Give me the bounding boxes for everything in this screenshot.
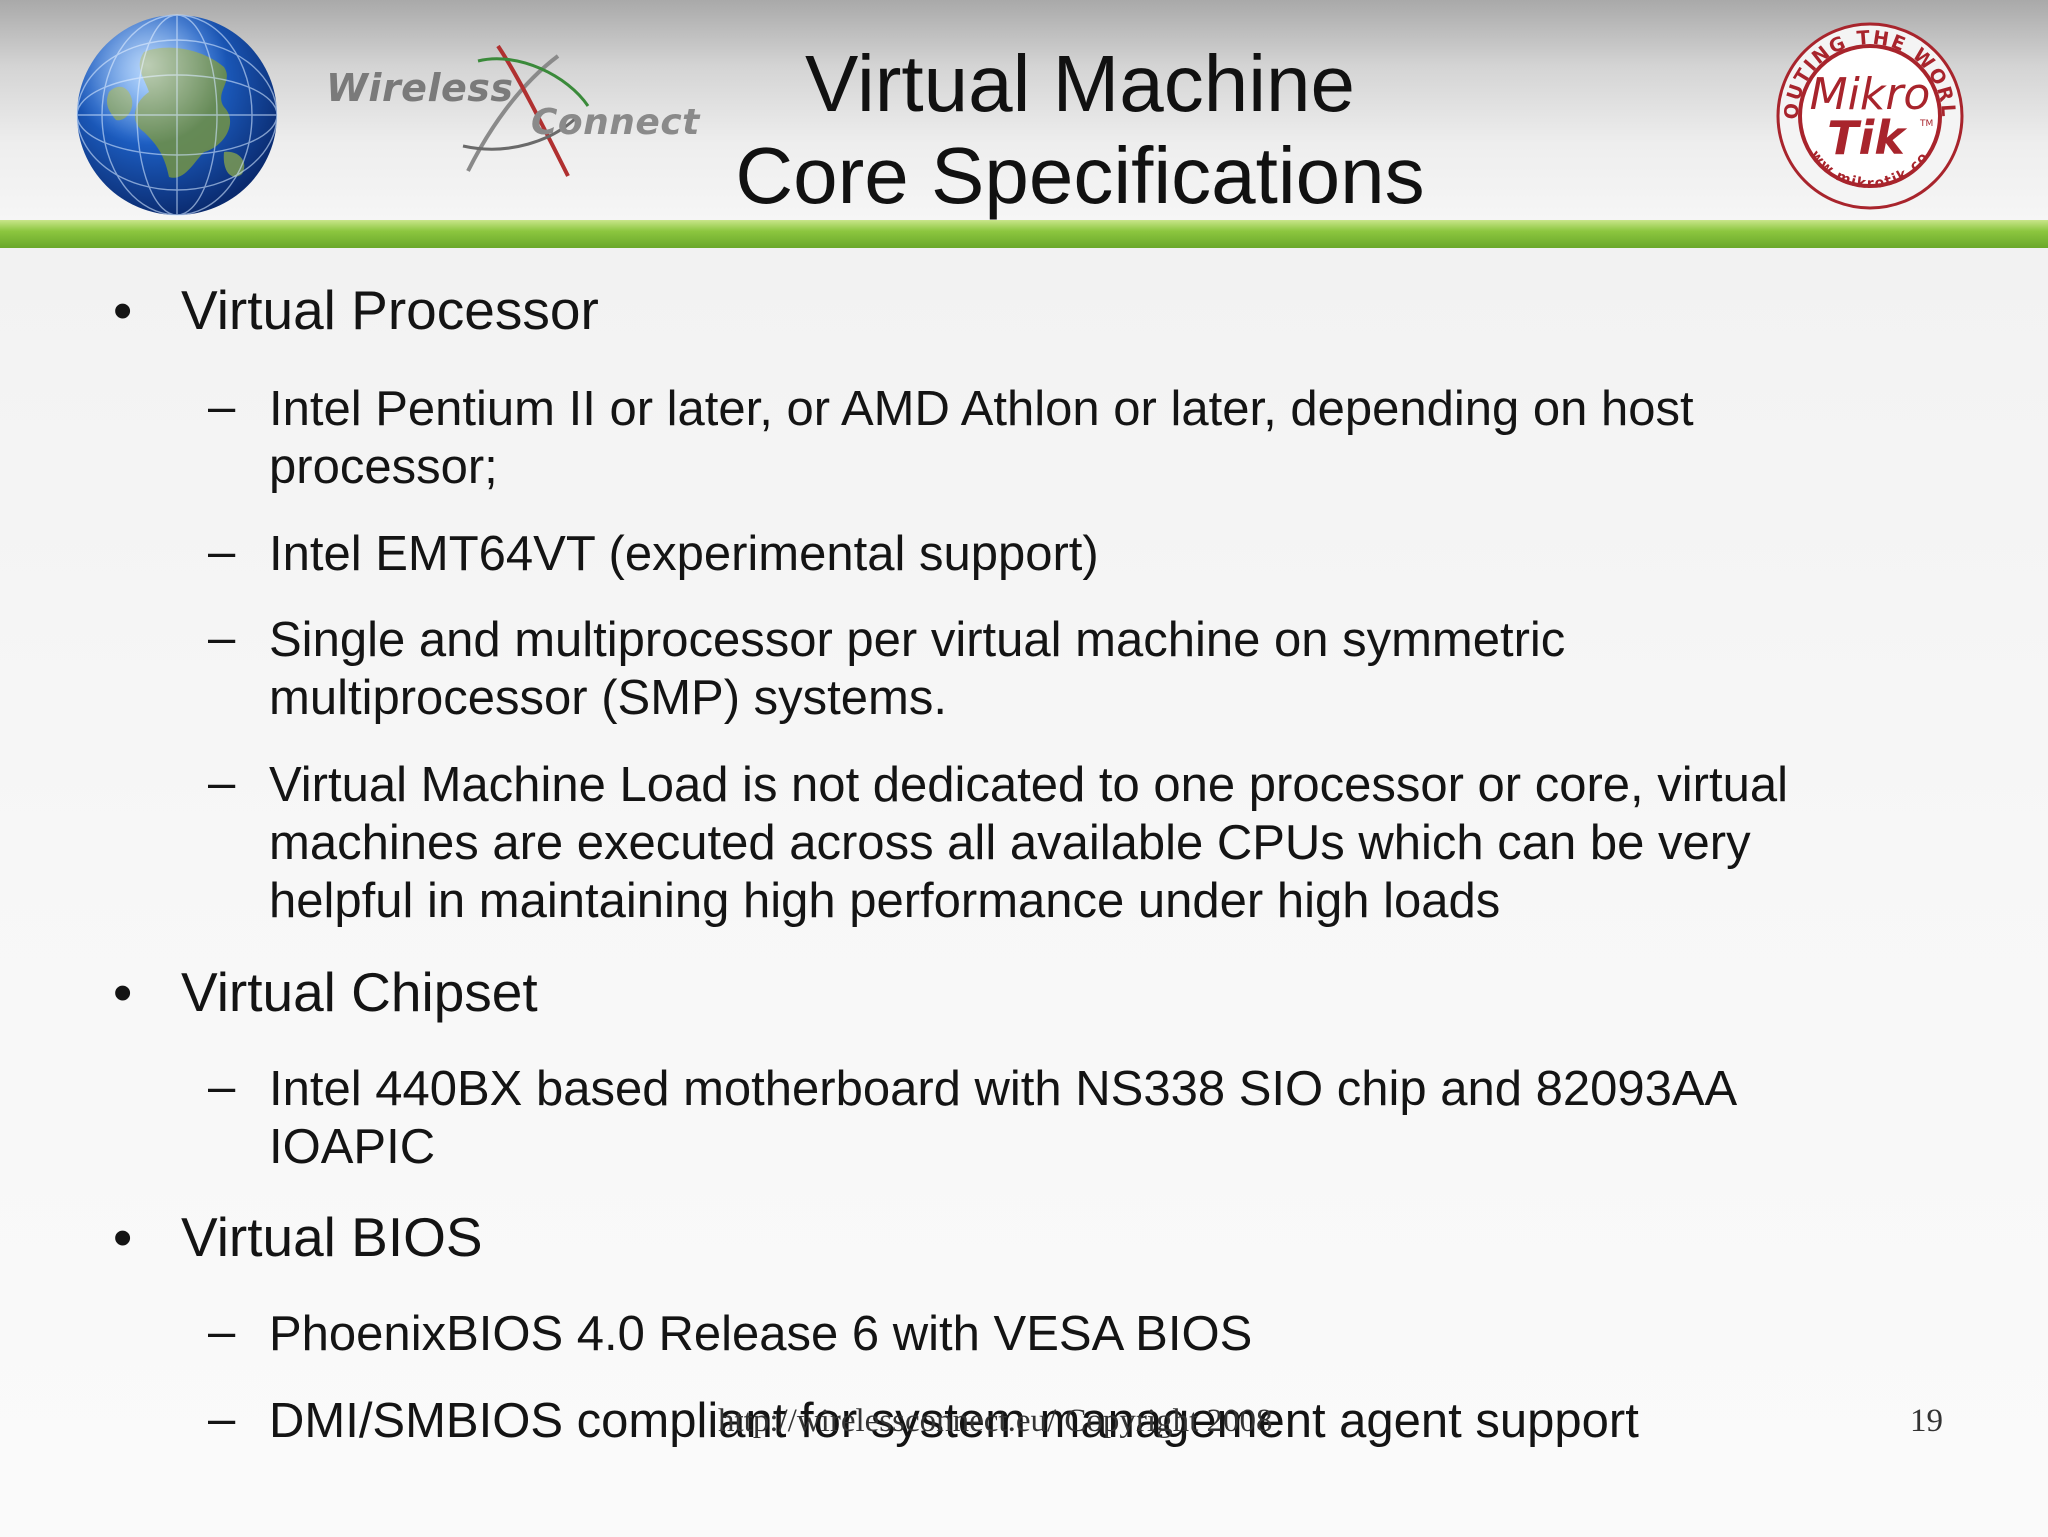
page-number: 19: [1910, 1403, 1943, 1439]
title-line-1: Virtual Machine: [805, 39, 1355, 128]
bullet-mark: •: [113, 279, 133, 341]
sub-item-line: helpful in maintaining high performance …: [269, 874, 1501, 928]
bullet-title: Virtual BIOS: [181, 1206, 483, 1268]
sub-item-line: IOAPIC: [269, 1120, 436, 1174]
swoosh-icon: [462, 44, 590, 177]
slide-header: [0, 0, 2048, 222]
title-line-2: Core Specifications: [735, 131, 1425, 220]
seal-name-tik: Tik: [1827, 111, 1907, 165]
sub-item-line: machines are executed across all availab…: [269, 816, 1751, 870]
sub-item-line: Virtual Machine Load is not dedicated to…: [269, 758, 1788, 812]
brand-wireless: Wireless: [326, 66, 514, 110]
bullet-title: Virtual Processor: [181, 279, 599, 341]
sub-item-line: multiprocessor (SMP) systems.: [269, 671, 947, 725]
header-accent-bar: [0, 220, 2048, 248]
globe-icon: [76, 14, 278, 216]
sub-item-line: Intel EMT64VT (experimental support): [269, 527, 1099, 581]
brand-connect: Connect: [531, 102, 700, 143]
footer-url: http://wirelessconnect.eu/ Copyright 200…: [718, 1403, 1273, 1439]
dash-mark: –: [208, 611, 236, 665]
seal-tm: TM: [1919, 119, 1933, 129]
bullet-title: Virtual Chipset: [181, 961, 538, 1023]
sub-item-line: Intel Pentium II or later, or AMD Athlon…: [269, 382, 1694, 436]
bullet-mark: •: [113, 1206, 133, 1268]
wireless-connect-logo: Wireless Connect: [318, 36, 699, 186]
bullet-mark: •: [113, 961, 133, 1023]
slide-title: Virtual Machine Core Specifications: [680, 38, 1480, 222]
sub-item-line: DMI/SMBIOS compliant for system manageme…: [269, 1394, 1639, 1448]
dash-mark: –: [208, 380, 236, 434]
sub-item-line: Intel 440BX based motherboard with NS338…: [269, 1062, 1738, 1116]
sub-item-line: processor;: [269, 440, 498, 494]
mikrotik-seal: ROUTING THE WORLD www.mikrotik.com Mikro…: [1770, 4, 1964, 210]
dash-mark: –: [208, 1060, 236, 1114]
sub-item-line: Single and multiprocessor per virtual ma…: [269, 613, 1566, 667]
sub-item-line: PhoenixBIOS 4.0 Release 6 with VESA BIOS: [269, 1307, 1253, 1361]
dash-mark: –: [208, 756, 236, 810]
dash-mark: –: [208, 1305, 236, 1359]
dash-mark: –: [208, 525, 236, 579]
dash-mark: –: [208, 1392, 236, 1446]
seal-name-mikro: Mikro: [1810, 69, 1931, 120]
